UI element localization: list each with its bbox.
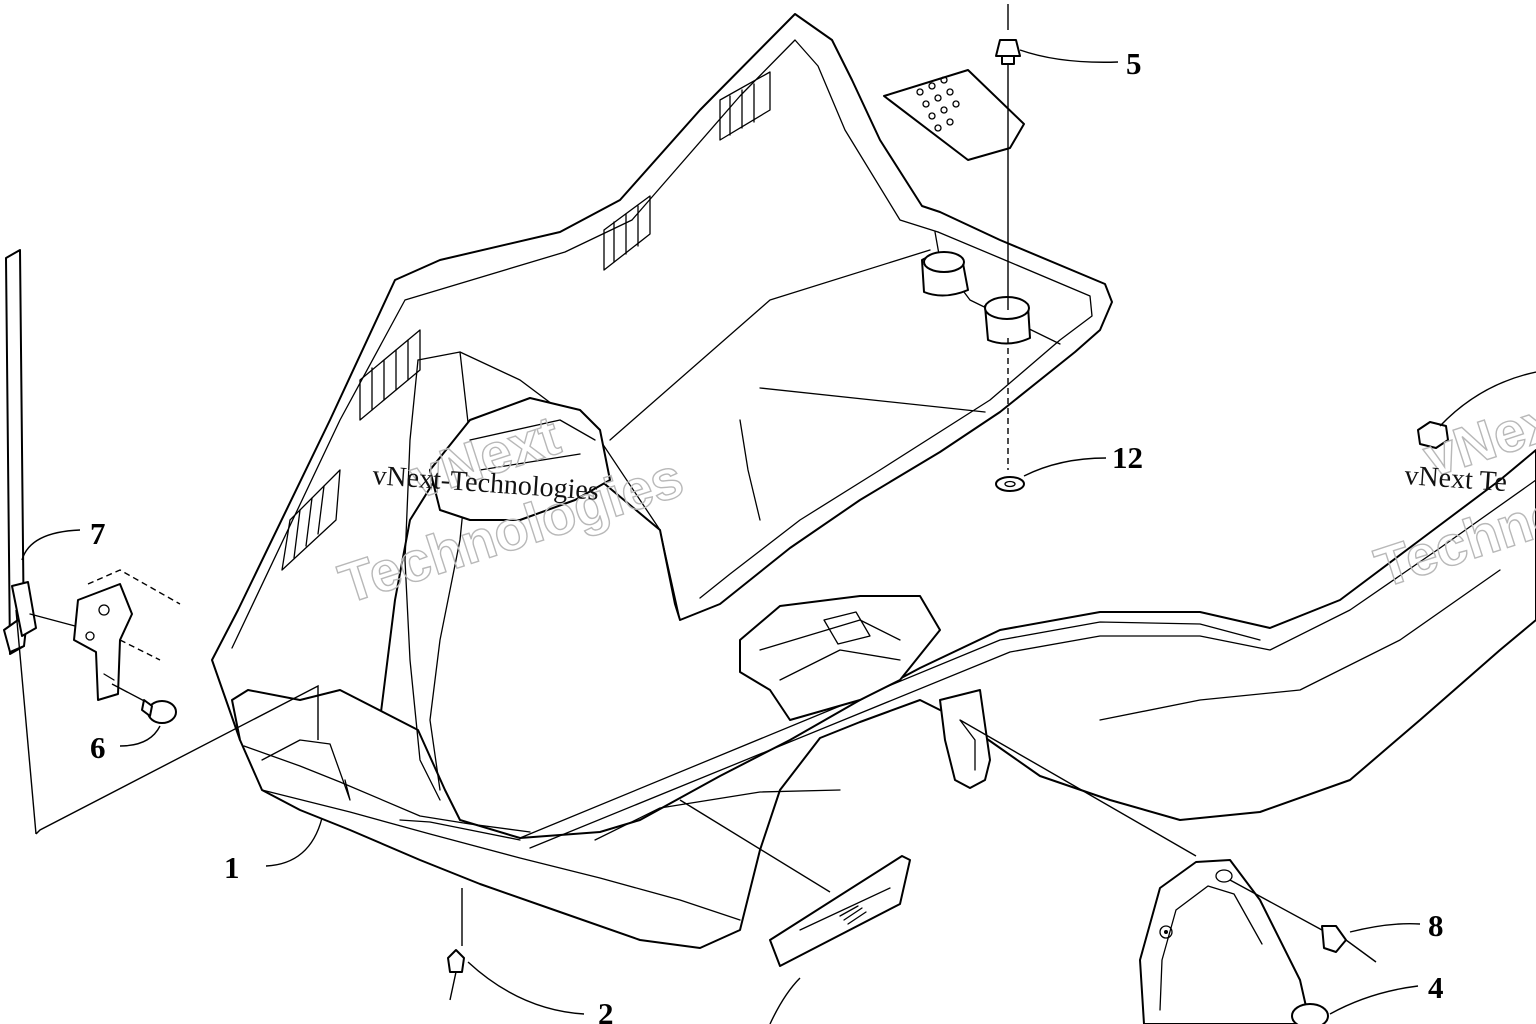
callout-8: 8 <box>1428 908 1444 943</box>
callout-4: 4 <box>1428 970 1444 1005</box>
part-7-clip-bracket <box>3 249 319 835</box>
part-6-screw <box>111 683 177 747</box>
part-4-bracket <box>959 719 1419 1024</box>
callout-7: 7 <box>90 516 106 551</box>
callout-12: 12 <box>1112 440 1143 475</box>
hex-nut <box>1417 371 1536 449</box>
part-5-rivet <box>883 4 1119 310</box>
mounting-boss <box>921 251 1031 345</box>
callout-5: 5 <box>1126 46 1142 81</box>
footrest-panel <box>679 799 911 967</box>
callout-2: 2 <box>598 996 614 1024</box>
part-2-rivet <box>447 888 801 1024</box>
watermark-serif-right: vNext Te <box>1404 460 1508 498</box>
front-fender-body <box>211 13 1536 949</box>
part-12-washer <box>995 338 1107 492</box>
callout-1-leader <box>265 817 323 867</box>
callout-1: 1 <box>224 850 240 885</box>
part-8-rivet <box>1229 879 1421 963</box>
callout-6: 6 <box>90 730 106 765</box>
